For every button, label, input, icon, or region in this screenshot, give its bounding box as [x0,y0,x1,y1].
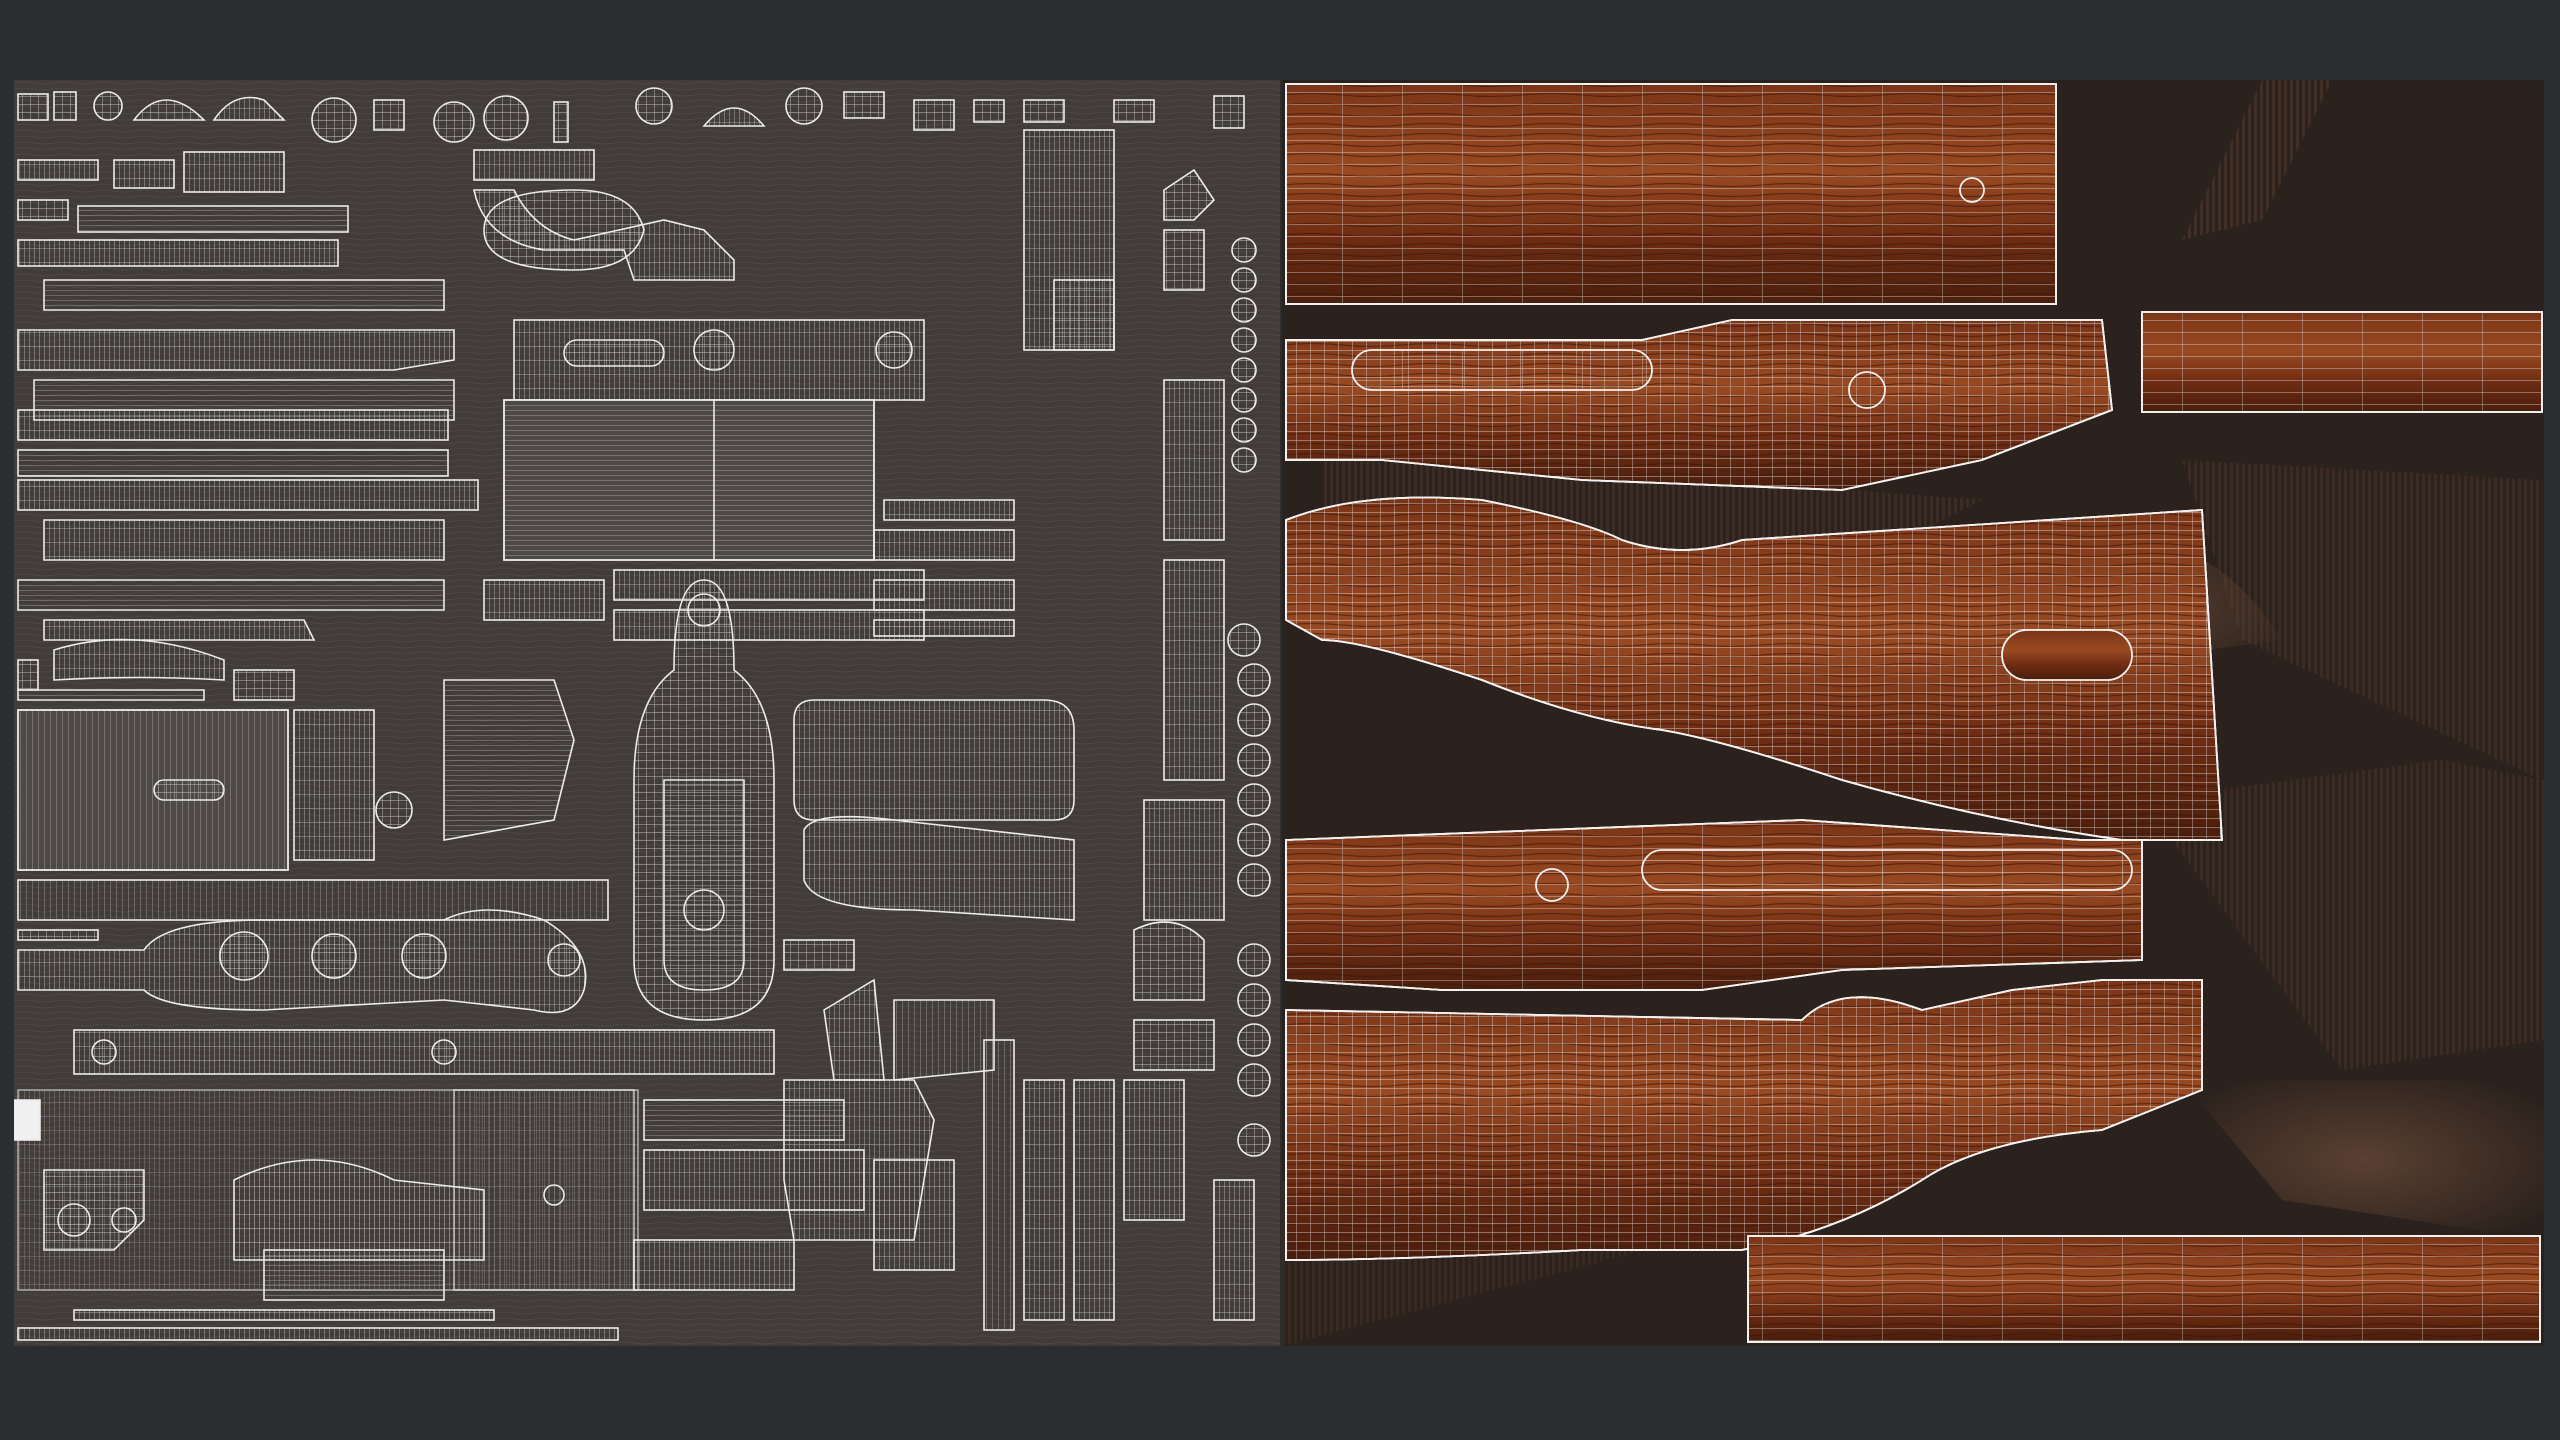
trigger-group-islands [13,1089,639,1341]
buttplate-insert-island [2141,311,2543,413]
buttstock-left-island [1285,496,2223,841]
buttstock-right-island [1285,979,2203,1261]
center-column-islands [473,149,1015,641]
cleaning-rod-channel-island [1747,1235,2541,1343]
receiver-plate-island [17,679,609,941]
wood-uv-islands [1285,83,2543,1343]
metal-parts-uv-layout [13,80,1280,1346]
small-parts-row [17,87,1245,143]
forend-island [1285,319,2113,491]
metal-uv-islands [13,87,1271,1341]
pin-and-ring-islands [1023,129,1271,1321]
lower-forend-island [1285,819,2143,991]
receiver-rail-islands [17,151,479,701]
wood-stock-uv-layout [1282,80,2544,1346]
wood-stock-uv-panel [1282,80,2544,1346]
magazine-island [633,579,775,1021]
bolt-carrier-island [17,909,775,1075]
upper-handguard-island [1285,83,2057,305]
metal-parts-uv-panel [13,80,1280,1346]
grip-panel-islands [633,699,1185,1331]
